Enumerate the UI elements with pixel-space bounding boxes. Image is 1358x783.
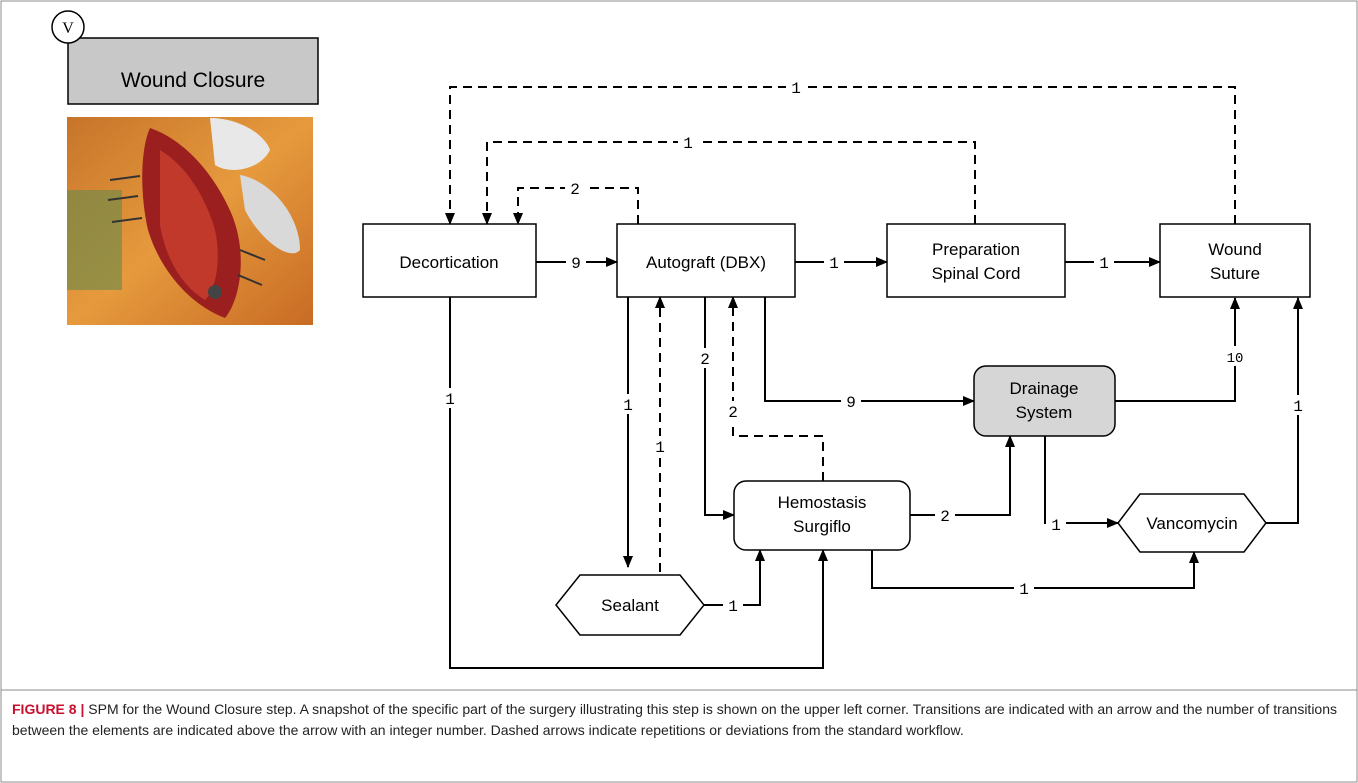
node-sealant-label: Sealant <box>601 596 659 615</box>
edge-hemostasis-to-drainage <box>910 435 1015 516</box>
edge-vancomycin-to-wound <box>1266 297 1303 524</box>
node-hemostasis-label-line1: Hemostasis <box>778 493 867 512</box>
node-decortication-label: Decortication <box>399 253 498 272</box>
edge-prep-to-decortication <box>482 141 976 225</box>
step-header: Wound Closure V <box>51 10 319 105</box>
label-drainage-to-vancomycin: 1 <box>1051 517 1061 535</box>
node-drainage-label-line1: Drainage <box>1010 379 1079 398</box>
label-decortication-to-autograft: 9 <box>571 255 581 273</box>
label-drainage-to-wound: 10 <box>1227 351 1244 367</box>
figure-caption: FIGURE 8 | SPM for the Wound Closure ste… <box>12 699 1346 741</box>
node-prep-label-line1: Preparation <box>932 240 1020 259</box>
label-wound-to-decortication: 1 <box>791 80 801 98</box>
edge-sealant-to-hemostasis <box>704 549 765 606</box>
node-vancomycin: Vancomycin <box>1117 493 1267 553</box>
node-sealant: Sealant <box>555 574 705 636</box>
node-drainage-system: Drainage System <box>973 365 1116 437</box>
node-vancomycin-label: Vancomycin <box>1146 514 1237 533</box>
surgery-snapshot <box>67 117 313 325</box>
step-title: Wound Closure <box>121 69 265 92</box>
label-hemostasis-to-vancomycin: 1 <box>1019 581 1029 599</box>
edge-drainage-to-vancomycin <box>1044 436 1119 528</box>
label-vancomycin-to-wound: 1 <box>1293 398 1303 416</box>
node-wound-label-line2: Suture <box>1210 264 1260 283</box>
node-autograft: Autograft (DBX) <box>616 223 796 298</box>
edge-wound-to-decortication <box>445 86 1236 225</box>
label-decortication-to-hemostasis: 1 <box>445 391 455 409</box>
edge-decortication-to-hemostasis <box>449 297 828 669</box>
label-hemostasis-to-drainage: 2 <box>940 508 950 526</box>
label-autograft-to-prep: 1 <box>829 255 839 273</box>
node-hemostasis-surgiflo: Hemostasis Surgiflo <box>733 480 911 551</box>
node-decortication: Decortication <box>362 223 537 298</box>
edge-labels: 1 1 2 9 1 1 1 1 1 2 2 9 10 1 2 1 1 <box>441 78 1307 616</box>
step-badge-label: V <box>62 20 74 37</box>
step-badge <box>51 10 85 44</box>
step-title-box <box>67 37 319 105</box>
label-prep-to-wound: 1 <box>1099 255 1109 273</box>
figure-caption-label: FIGURE 8 | <box>12 701 85 717</box>
label-autograft-to-decortication: 2 <box>570 181 580 199</box>
edge-autograft-to-hemostasis <box>704 297 735 520</box>
node-wound-label-line1: Wound <box>1208 240 1262 259</box>
label-autograft-to-sealant: 1 <box>623 397 633 415</box>
node-hemostasis-label-line2: Surgiflo <box>793 517 851 536</box>
node-preparation-spinal-cord: Preparation Spinal Cord <box>886 223 1066 298</box>
label-hemostasis-to-autograft: 2 <box>728 404 738 422</box>
node-wound-suture: Wound Suture <box>1159 223 1311 298</box>
edge-autograft-to-drainage <box>764 297 975 406</box>
figure-caption-text: SPM for the Wound Closure step. A snapsh… <box>12 701 1338 738</box>
label-autograft-to-hemostasis: 2 <box>700 351 710 369</box>
label-autograft-to-drainage: 9 <box>846 394 856 412</box>
label-sealant-to-hemostasis: 1 <box>728 598 738 616</box>
label-sealant-to-autograft: 1 <box>655 439 665 457</box>
edge-drainage-to-wound <box>1115 297 1240 402</box>
edge-hemostasis-to-autograft <box>728 296 824 481</box>
node-drainage-label-line2: System <box>1016 403 1073 422</box>
node-autograft-label: Autograft (DBX) <box>646 253 766 272</box>
node-prep-label-line2: Spinal Cord <box>932 264 1021 283</box>
label-prep-to-decortication: 1 <box>683 135 693 153</box>
